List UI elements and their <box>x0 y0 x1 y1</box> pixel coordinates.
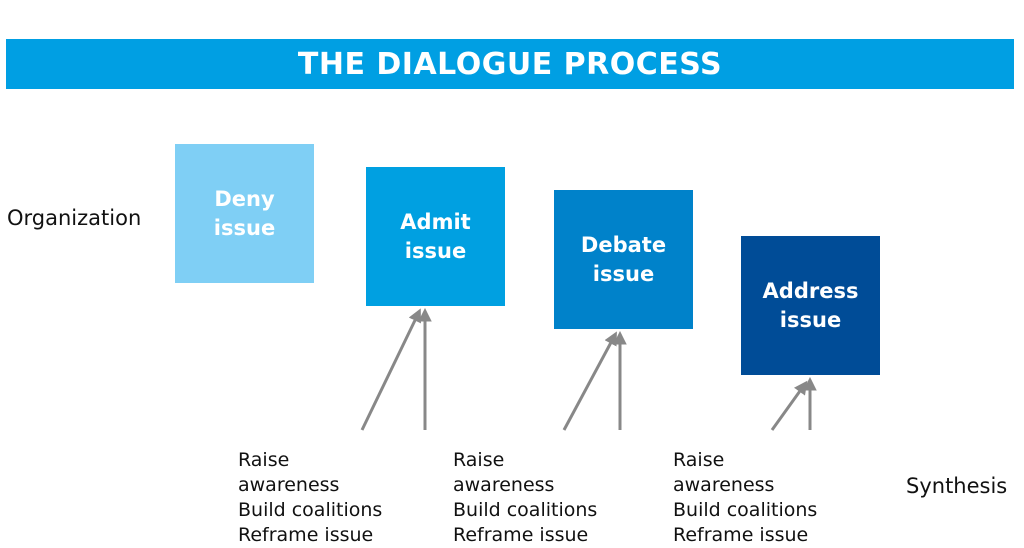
stage-debate-issue: Debate issue <box>554 190 693 329</box>
caption-block: Raise awareness Build coalitions Reframe… <box>238 448 382 548</box>
stage-label-line2: issue <box>779 307 842 332</box>
stage-label-line1: Deny <box>214 186 275 211</box>
caption-line: Build coalitions <box>453 499 598 521</box>
organization-label: Organization <box>7 206 142 230</box>
caption-line: Build coalitions <box>673 499 818 521</box>
title-banner: THE DIALOGUE PROCESS <box>6 39 1014 89</box>
arrow-pair-address <box>770 376 817 431</box>
stage-label-line2: issue <box>404 238 467 263</box>
caption-block: Raise awareness Build coalitions Reframe… <box>673 448 817 548</box>
arrows-layer <box>360 307 817 431</box>
diagonal-arrow <box>562 331 617 431</box>
diagonal-arrow <box>360 308 421 431</box>
caption-line: Raise <box>238 449 290 471</box>
caption-line: awareness <box>673 474 775 496</box>
stage-address-issue: Address issue <box>741 236 880 375</box>
stage-label-line2: issue <box>213 215 276 240</box>
caption-line: Raise <box>673 449 725 471</box>
diagonal-arrow <box>770 380 808 431</box>
arrow-pair-admit <box>360 307 432 431</box>
stage-admit-issue: Admit issue <box>366 167 505 306</box>
stage-deny-issue: Deny issue <box>175 144 314 283</box>
caption-line: awareness <box>453 474 555 496</box>
caption-line: Raise <box>453 449 505 471</box>
caption-line: awareness <box>238 474 340 496</box>
arrow-pair-debate <box>562 330 627 431</box>
stage-label-line1: Debate <box>580 232 667 257</box>
stage-label-line1: Address <box>762 278 859 303</box>
stage-label-line1: Admit <box>400 209 471 234</box>
stage-label-line2: issue <box>592 261 655 286</box>
caption-line: Build coalitions <box>238 499 383 521</box>
synthesis-label: Synthesis <box>906 474 1008 498</box>
caption-block: Raise awareness Build coalitions Reframe… <box>453 448 597 548</box>
diagram-title: THE DIALOGUE PROCESS <box>297 46 723 82</box>
